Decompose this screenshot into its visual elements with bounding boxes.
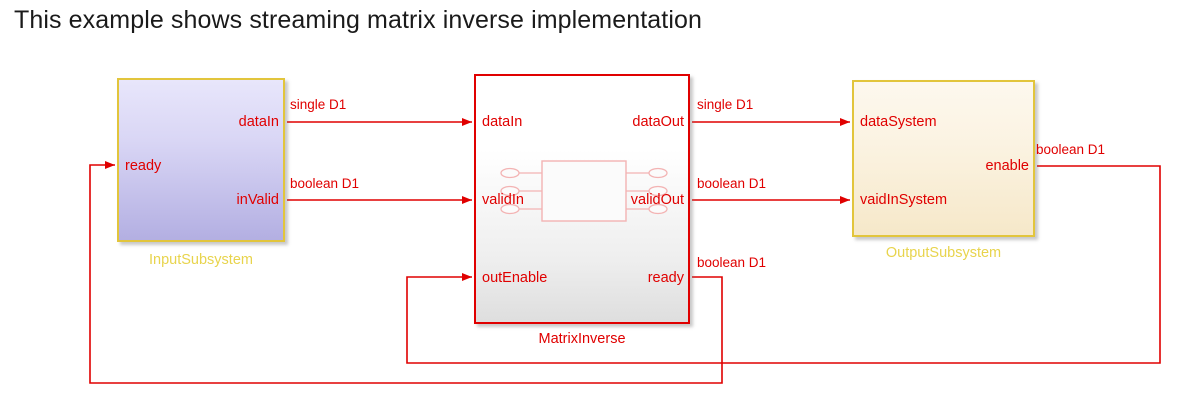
- caption-matrix-inverse: MatrixInverse: [538, 331, 626, 347]
- caption-input-subsystem: InputSubsystem: [149, 252, 253, 268]
- port-matrix-inverse-outEnable[interactable]: outEnable: [482, 270, 548, 286]
- block-output-subsystem[interactable]: [852, 80, 1035, 237]
- port-matrix-inverse-dataOut[interactable]: dataOut: [632, 114, 684, 130]
- caption-output-subsystem: OutputSubsystem: [885, 245, 1002, 261]
- port-matrix-inverse-validOut[interactable]: validOut: [630, 192, 684, 208]
- port-input-subsystem-dataIn[interactable]: dataIn: [238, 114, 279, 130]
- port-matrix-inverse-ready[interactable]: ready: [647, 270, 684, 286]
- signal-label-boolean-d1-left: boolean D1: [290, 176, 360, 191]
- port-output-subsystem-vaidInSystem[interactable]: vaidInSystem: [860, 192, 948, 208]
- page-title: This example shows streaming matrix inve…: [14, 6, 703, 34]
- port-input-subsystem-inValid[interactable]: inValid: [236, 192, 279, 208]
- signal-label-boolean-d1-ready: boolean D1: [697, 255, 767, 270]
- port-matrix-inverse-dataIn[interactable]: dataIn: [482, 114, 523, 130]
- port-output-subsystem-enable[interactable]: enable: [985, 158, 1029, 174]
- port-input-subsystem-ready[interactable]: ready: [125, 158, 162, 174]
- port-matrix-inverse-validIn[interactable]: validIn: [482, 192, 524, 208]
- block-input-subsystem[interactable]: [117, 78, 285, 242]
- signal-label-single-d1-right: single D1: [697, 97, 754, 112]
- signal-label-boolean-d1-right: boolean D1: [697, 176, 767, 191]
- signal-label-single-d1-left: single D1: [290, 97, 347, 112]
- signal-label-boolean-d1-enable: boolean D1: [1036, 142, 1106, 157]
- port-output-subsystem-dataSystem[interactable]: dataSystem: [860, 114, 937, 130]
